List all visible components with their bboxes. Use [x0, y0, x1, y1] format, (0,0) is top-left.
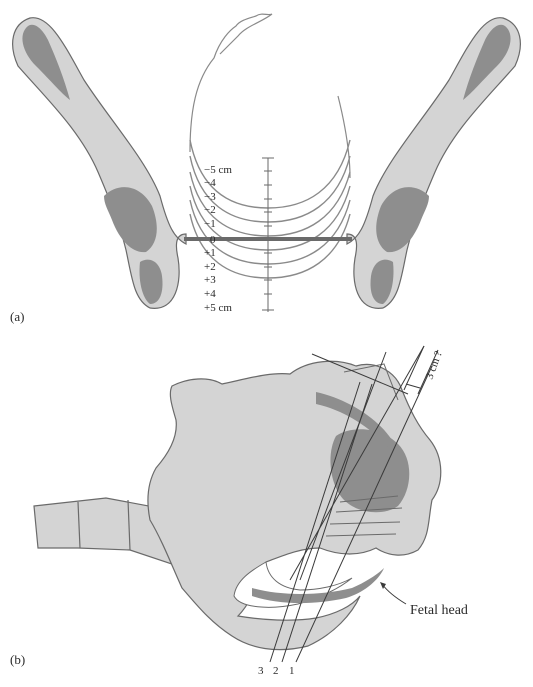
line-number-2: 2: [273, 665, 279, 677]
right-pelvic-bone: [347, 18, 520, 309]
fetal-head-right-outline: [338, 96, 350, 178]
line-number-3: 3: [258, 665, 264, 677]
station-label: −3: [204, 191, 216, 203]
station-label: 0: [210, 234, 216, 246]
fetal-head-label: Fetal head: [410, 603, 468, 618]
panel-b-label: (b): [10, 652, 25, 667]
panel-a: −5 cm −4 −3 −2 −1 0 +1 +2 +3 +4 +5 cm (a…: [10, 14, 520, 324]
station-label: +2: [204, 261, 216, 273]
station-label: +1: [204, 247, 216, 259]
station-label: +3: [204, 274, 216, 286]
station-label: −5 cm: [204, 164, 232, 176]
station-label: −1: [204, 218, 216, 230]
left-pelvic-bone: [13, 18, 186, 309]
station-label: +5 cm: [204, 302, 232, 314]
panel-a-label: (a): [10, 309, 24, 324]
station-scale: [262, 158, 274, 312]
fetal-head-outline-a: [190, 14, 272, 152]
panel-b: 3 cm ? Fetal head 3 2 1 (b): [10, 346, 468, 677]
station-label: −4: [204, 177, 216, 189]
station-label: −2: [204, 204, 216, 216]
line-number-1: 1: [289, 665, 295, 677]
station-label: +4: [204, 288, 216, 300]
dimension-label: 3 cm ?: [424, 349, 445, 381]
fetal-head-pointer: [382, 584, 406, 604]
